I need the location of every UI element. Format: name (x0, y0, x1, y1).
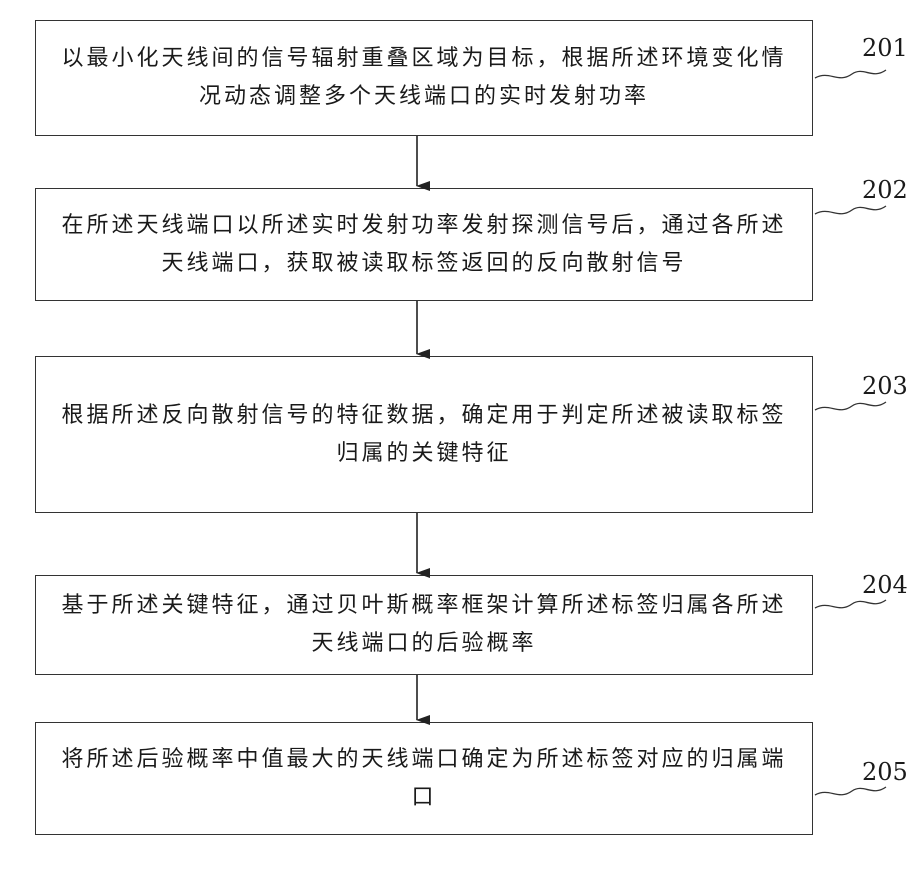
leader-line-203 (815, 402, 886, 410)
leader-line-204 (815, 600, 886, 608)
leader-line-202 (815, 206, 886, 214)
leader-line-201 (815, 70, 886, 78)
leader-line-205 (815, 787, 886, 795)
